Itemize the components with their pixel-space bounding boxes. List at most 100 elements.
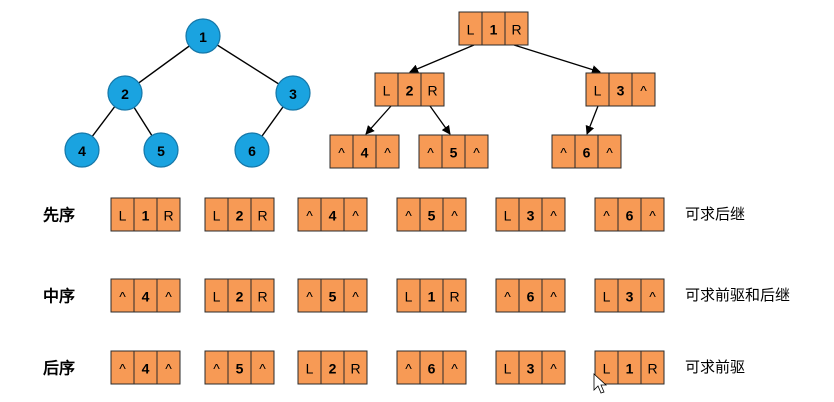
node-value-text: 5 bbox=[450, 145, 458, 161]
traversal-note: 可求后继 bbox=[685, 205, 745, 223]
tree-node-label: 2 bbox=[121, 86, 129, 102]
node-right-text: ^ bbox=[165, 289, 172, 305]
node-value-text: 2 bbox=[236, 289, 244, 305]
tree-node: 1 bbox=[185, 18, 221, 54]
node-value-text: 1 bbox=[428, 289, 436, 305]
node-value-text: 1 bbox=[142, 208, 150, 224]
linked-tree-pointers bbox=[365, 44, 601, 135]
node-right-cell bbox=[442, 197, 467, 232]
pointer-arrow bbox=[585, 105, 599, 135]
node-right-text: R bbox=[511, 22, 521, 38]
pointer-arrow bbox=[365, 105, 392, 135]
tree-node-circle bbox=[143, 132, 179, 168]
node-right-text: R bbox=[647, 361, 657, 377]
node-value-text: 3 bbox=[527, 361, 535, 377]
tree-node-circle bbox=[107, 75, 143, 111]
node-right-cell bbox=[597, 134, 622, 169]
tree-node: 3 bbox=[275, 75, 311, 111]
node-right-text: ^ bbox=[550, 361, 557, 377]
node-left-text: L bbox=[467, 22, 475, 38]
node-right-text: ^ bbox=[259, 361, 266, 377]
node-value-text: 3 bbox=[527, 208, 535, 224]
node-right-text: ^ bbox=[649, 289, 656, 305]
traversal-node: ^ 4 ^ bbox=[110, 350, 181, 385]
node-right-cell bbox=[250, 278, 275, 313]
node-left-text: L bbox=[405, 289, 413, 305]
traversal-note: 可求前驱和后继 bbox=[685, 286, 790, 304]
node-left-text: ^ bbox=[427, 145, 434, 161]
tree-node-circle bbox=[185, 18, 221, 54]
node-value-text: 5 bbox=[428, 208, 436, 224]
node-left-text: L bbox=[213, 289, 221, 305]
node-left-text: L bbox=[603, 289, 611, 305]
node-right-cell bbox=[640, 350, 665, 385]
node-left-text: L bbox=[306, 361, 314, 377]
binary-tree: 1 2 3 4 5 6 bbox=[64, 18, 311, 168]
tree-node: 5 bbox=[143, 132, 179, 168]
node-value-text: 3 bbox=[617, 83, 625, 99]
node-right-cell bbox=[631, 72, 656, 107]
tree-edge bbox=[202, 35, 294, 94]
node-right-cell bbox=[640, 197, 665, 232]
linked-tree-node: ^4^ bbox=[329, 134, 400, 169]
node-right-text: ^ bbox=[352, 208, 359, 224]
node-right-cell bbox=[541, 278, 566, 313]
tree-node-label: 6 bbox=[248, 143, 256, 159]
tree-node-circle bbox=[275, 75, 311, 111]
traversal-note: 可求前驱 bbox=[685, 358, 745, 376]
node-left-text: ^ bbox=[603, 208, 610, 224]
traversal-node: ^5^ bbox=[297, 278, 368, 313]
node-left-text: ^ bbox=[504, 289, 511, 305]
node-left-text: L bbox=[603, 361, 611, 377]
tree-node-circle bbox=[234, 132, 270, 168]
tree-node-label: 4 bbox=[78, 143, 86, 159]
tree-node: 4 bbox=[64, 132, 100, 168]
node-right-text: ^ bbox=[606, 145, 613, 161]
node-right-text: ^ bbox=[165, 361, 172, 377]
node-right-text: R bbox=[257, 208, 267, 224]
node-right-text: ^ bbox=[550, 289, 557, 305]
node-right-cell bbox=[343, 278, 368, 313]
node-right-cell bbox=[640, 278, 665, 313]
node-left-text: ^ bbox=[405, 361, 412, 377]
node-right-text: R bbox=[350, 361, 360, 377]
node-value-text: 6 bbox=[527, 289, 535, 305]
node-right-text: R bbox=[449, 289, 459, 305]
node-left-text: ^ bbox=[306, 289, 313, 305]
node-value-text: 2 bbox=[236, 208, 244, 224]
node-value-text: 1 bbox=[626, 361, 634, 377]
node-right-cell bbox=[442, 278, 467, 313]
node-right-cell bbox=[464, 134, 489, 169]
node-left-text: ^ bbox=[119, 361, 126, 377]
node-right-cell bbox=[250, 197, 275, 232]
node-value-text: 4 bbox=[142, 361, 150, 377]
node-right-cell bbox=[442, 350, 467, 385]
tree-node: 2 bbox=[107, 75, 143, 111]
node-left-text: ^ bbox=[560, 145, 567, 161]
node-left-text: ^ bbox=[405, 208, 412, 224]
node-left-text: ^ bbox=[306, 208, 313, 224]
node-right-text: R bbox=[257, 289, 267, 305]
node-left-text: L bbox=[504, 361, 512, 377]
node-value-text: 1 bbox=[490, 22, 498, 38]
tree-node: 6 bbox=[234, 132, 270, 168]
node-right-cell bbox=[156, 197, 181, 232]
node-right-text: ^ bbox=[473, 145, 480, 161]
node-value-text: 5 bbox=[236, 361, 244, 377]
node-right-cell bbox=[541, 197, 566, 232]
traversal-label: 先序 bbox=[43, 206, 75, 225]
